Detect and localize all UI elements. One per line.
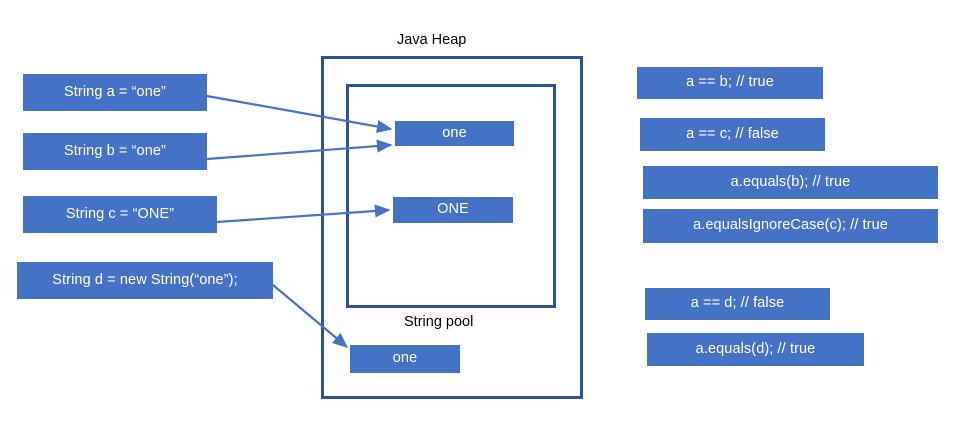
heap-object-box-pool-ONE: ONE: [393, 197, 513, 223]
comparison-box-cmp-4: a.equalsIgnoreCase(c); // true: [643, 209, 938, 243]
comparison-box-cmp-2: a == c; // false: [640, 118, 825, 151]
declaration-box-decl-d: String d = new String(“one”);: [17, 262, 273, 299]
string-pool-inner-frame: [346, 84, 556, 308]
comparison-box-cmp-1: a == b; // true: [637, 67, 823, 99]
java-heap-outer-frame: [321, 56, 583, 399]
comparison-box-cmp-6: a.equals(d); // true: [647, 333, 864, 366]
declaration-box-decl-c: String c = “ONE”: [23, 196, 217, 233]
heap-object-box-heap-one: one: [350, 345, 460, 373]
heap-object-box-pool-one: one: [395, 121, 514, 146]
java-heap-label: Java Heap: [397, 32, 467, 48]
string-pool-label: String pool: [404, 314, 474, 330]
comparison-box-cmp-5: a == d; // false: [645, 288, 830, 320]
declaration-box-decl-a: String a = “one”: [23, 74, 207, 111]
comparison-box-cmp-3: a.equals(b); // true: [643, 166, 938, 199]
declaration-box-decl-b: String b = “one”: [23, 133, 207, 170]
